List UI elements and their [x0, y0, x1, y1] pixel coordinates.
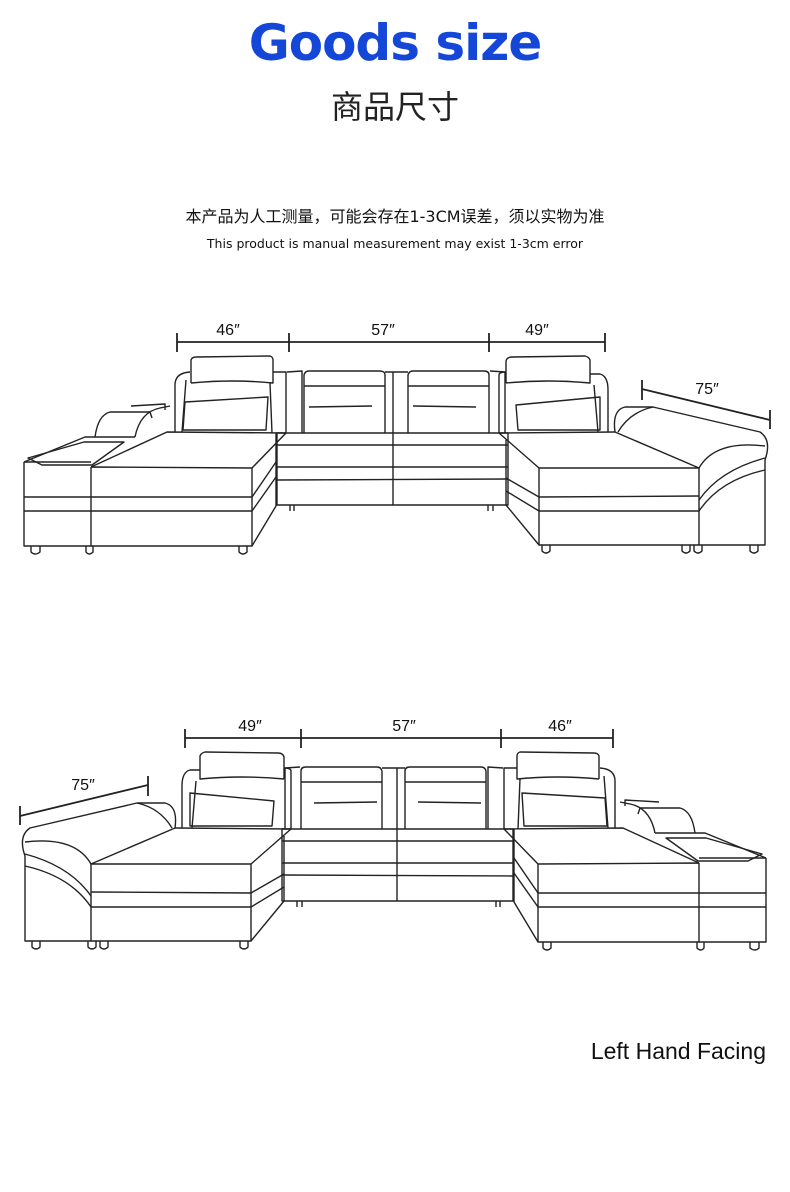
dimension-label: 46″ [216, 322, 240, 339]
orientation-caption: Left Hand Facing [590, 1038, 766, 1064]
dimension-label: 57″ [392, 718, 416, 735]
dimension-label: 75″ [695, 381, 719, 398]
sofa-diagram-left-facing [19, 728, 767, 951]
measurement-note-en: This product is manual measurement may e… [206, 236, 584, 251]
dimension-label: 75″ [71, 777, 95, 794]
dimension-label: 49″ [238, 718, 262, 735]
page-title: Goods size [248, 14, 543, 72]
dimension-label: 49″ [525, 322, 549, 339]
page-subtitle: 商品尺寸 [330, 88, 459, 126]
dimension-label: 46″ [548, 718, 572, 735]
dimension-label: 57″ [371, 322, 395, 339]
measurement-note-cn: 本产品为人工测量，可能会存在1-3CM误差，须以实物为准 [185, 207, 605, 226]
sofa-diagram-right-facing [23, 332, 771, 555]
